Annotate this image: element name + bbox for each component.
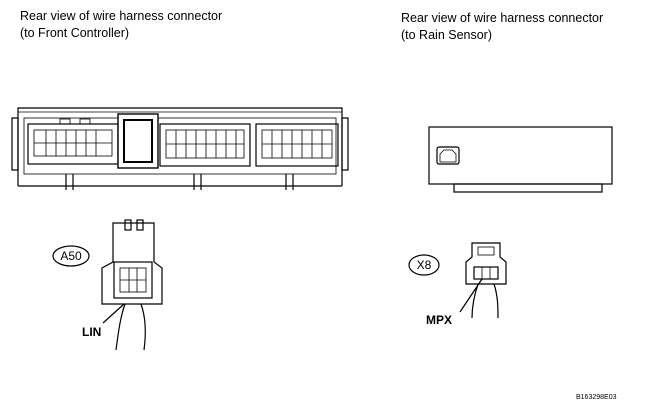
- mpx-terminal-label: MPX: [426, 313, 453, 327]
- rain-sensor-body: [428, 126, 613, 193]
- front-caption-line1: Rear view of wire harness connector: [20, 9, 223, 23]
- a50-connector: A50: [52, 219, 163, 351]
- rain-caption-line1: Rear view of wire harness connector: [401, 11, 604, 25]
- x8-tag-text: X8: [417, 258, 432, 272]
- figure-code: B163298E03: [576, 394, 617, 401]
- a50-tag: [52, 245, 90, 267]
- front-controller-caption: Rear view of wire harness connector (to …: [20, 8, 222, 42]
- lin-terminal-label: LIN: [82, 325, 102, 339]
- x8-connector: X8: [408, 242, 507, 319]
- rain-caption-line2: (to Rain Sensor): [401, 28, 493, 42]
- a50-tag-text: A50: [60, 249, 82, 263]
- rain-sensor-caption: Rear view of wire harness connector (to …: [401, 10, 603, 44]
- x8-tag: [408, 254, 440, 276]
- front-controller-connector-block: [11, 107, 349, 190]
- front-caption-line2: (to Front Controller): [20, 26, 130, 40]
